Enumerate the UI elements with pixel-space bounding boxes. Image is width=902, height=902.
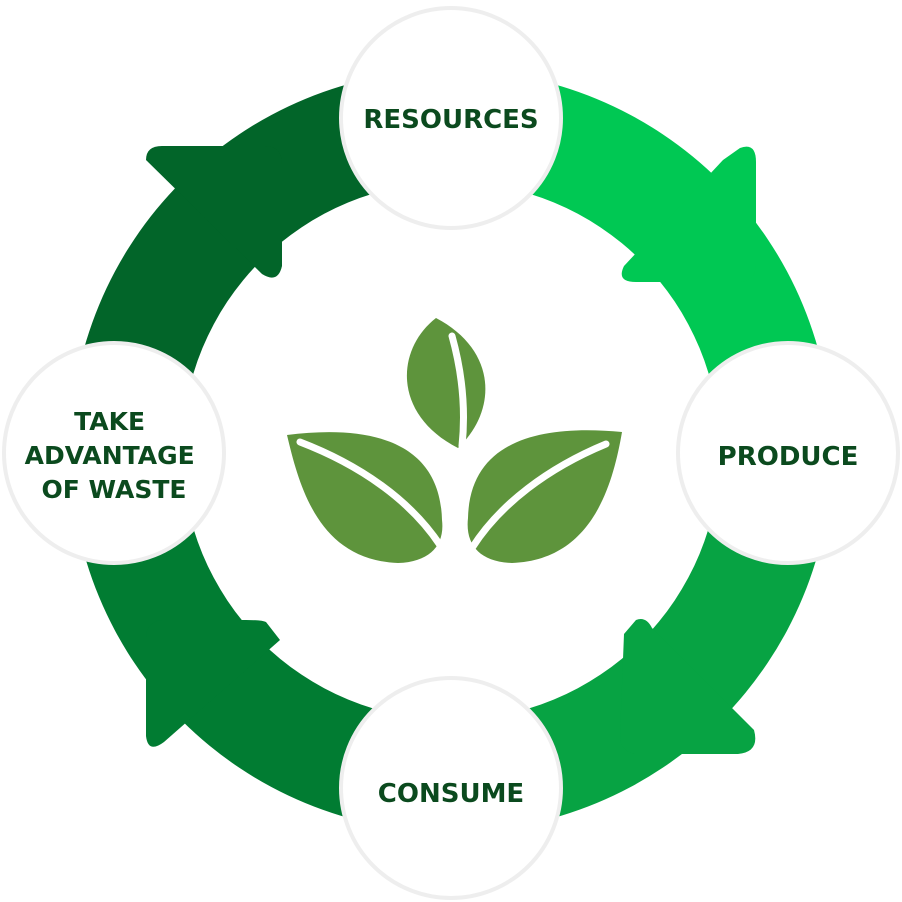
leaf-right-vein	[468, 440, 610, 552]
stage-node-consume: CONSUME	[339, 676, 563, 900]
leaf-right	[467, 430, 622, 563]
stage-node-produce: PRODUCE	[676, 341, 900, 565]
node-circle	[2, 341, 226, 565]
stage-node-resources: RESOURCES	[339, 6, 563, 230]
stage-node-take-advantage-of-waste: TAKE ADVANTAGE OF WASTE	[2, 341, 226, 565]
node-label-line: PRODUCE	[718, 442, 859, 472]
leaves-icon	[287, 318, 622, 563]
node-label-consume: CONSUME	[378, 779, 524, 809]
leaf-top-vein	[448, 332, 468, 450]
arrowhead-top-right	[621, 146, 756, 282]
node-label-take-advantage-of-waste: TAKE ADVANTAGE OF WASTE	[25, 407, 204, 504]
arrowhead-bottom-left	[146, 620, 280, 747]
node-label-resources: RESOURCES	[363, 105, 538, 135]
node-label-line: OF WASTE	[42, 475, 187, 504]
node-circle	[676, 341, 900, 565]
node-label-line: CONSUME	[378, 779, 524, 809]
leaf-top	[406, 318, 486, 448]
node-circle	[339, 6, 563, 230]
arrowhead-right-bottom	[620, 619, 756, 754]
node-label-produce: PRODUCE	[718, 442, 859, 472]
leaf-left	[287, 432, 443, 563]
node-circle	[339, 676, 563, 900]
node-label-line: ADVANTAGE	[25, 441, 195, 470]
arrowhead-left-top	[146, 146, 282, 278]
node-label-line: RESOURCES	[363, 105, 538, 135]
leaf-left-vein	[296, 438, 444, 549]
node-label-line: TAKE	[74, 407, 145, 436]
